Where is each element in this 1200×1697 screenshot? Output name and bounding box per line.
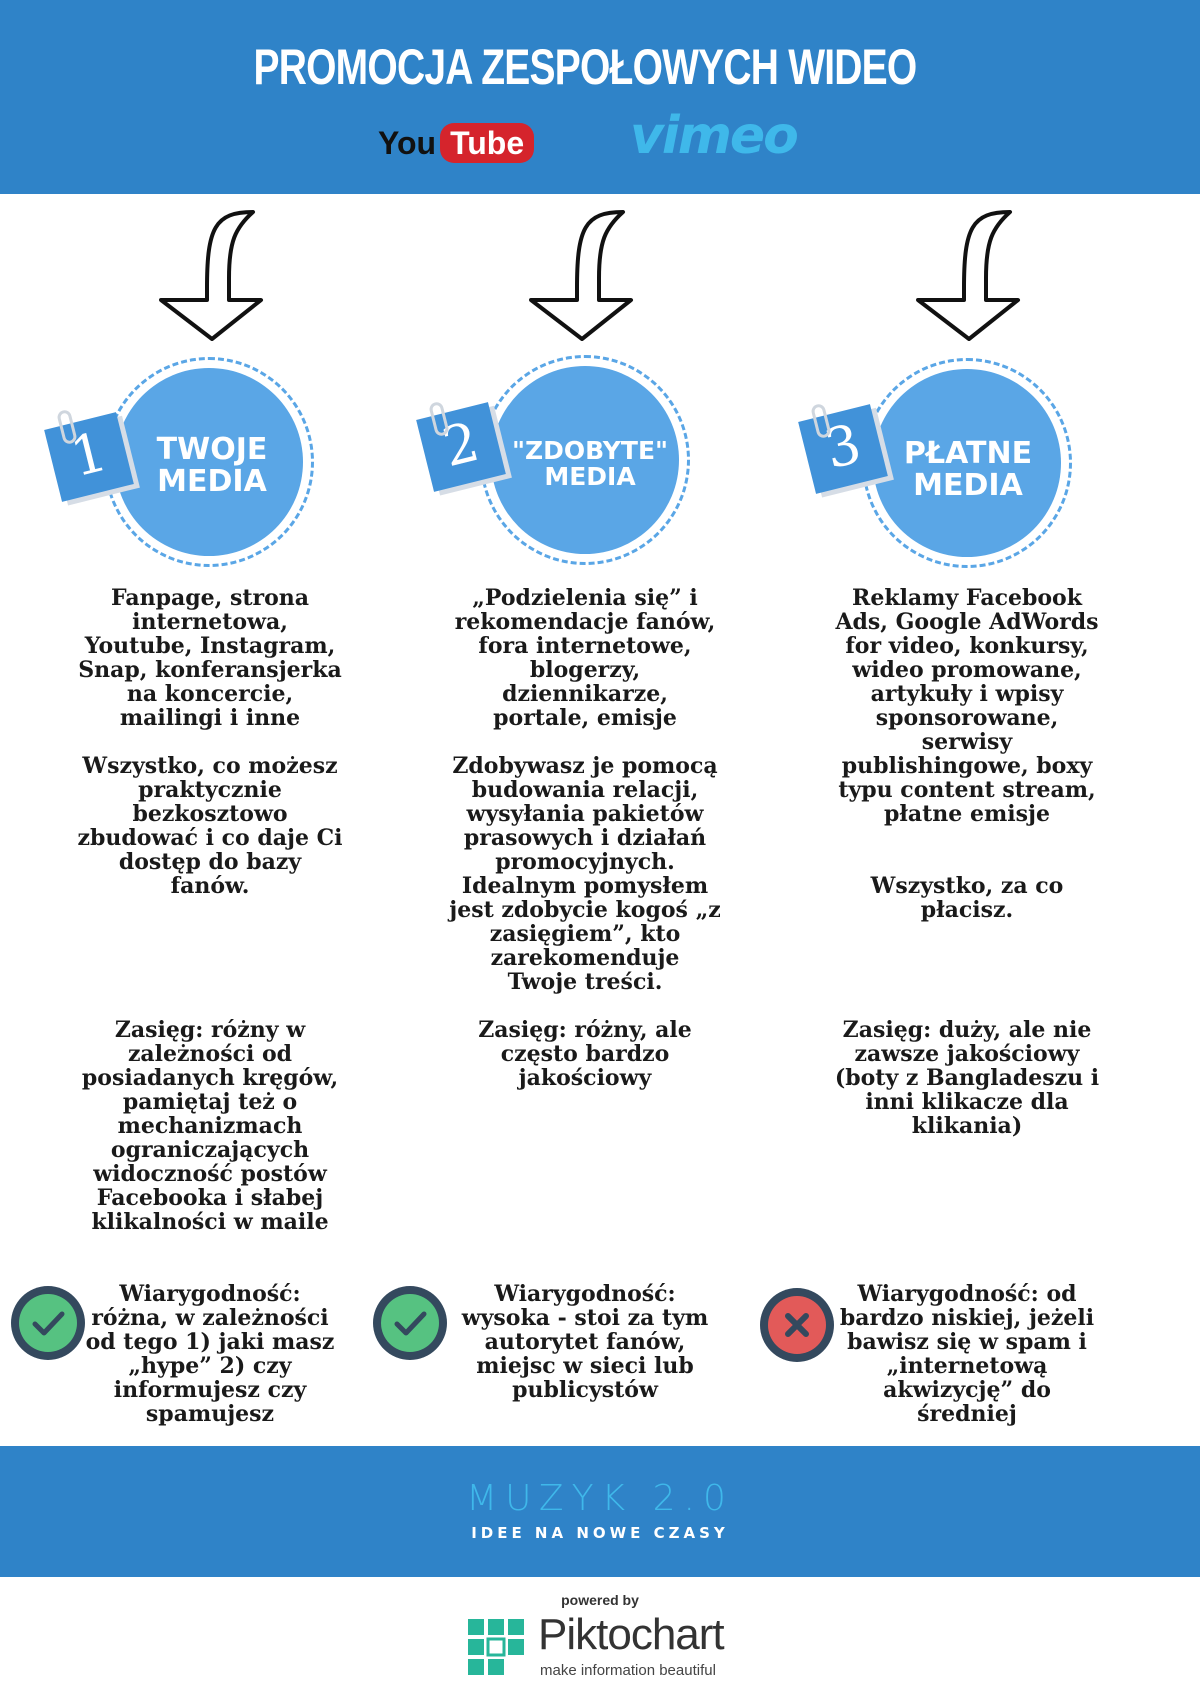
media-reach: Zasięg: różny, ale często bardzo jakości… [478,1017,692,1091]
media-label-line2: MEDIA [913,467,1023,503]
check-icon [11,1286,85,1360]
media-label-line2: MEDIA [544,462,636,492]
media-credibility: Wiarygodność: wysoka - stoi za tym autor… [461,1281,709,1403]
footer-tagline: IDEE NA NOWE CZASY [471,1524,729,1542]
piktochart-logo-icon [468,1619,524,1675]
media-credibility: Wiarygodność: różna, w zależności od teg… [85,1281,335,1427]
media-label-line1: PŁATNE [903,436,1033,471]
youtube-logo-you: You [378,124,437,161]
media-summary: Wszystko, co możesz praktycznie bezkoszt… [77,753,343,899]
youtube-logo-tube: Tube [440,123,535,163]
media-label: PŁATNE MEDIA [898,438,1038,501]
media-description: Reklamy Facebook Ads, Google AdWords for… [835,585,1099,827]
footer-banner [0,1446,1200,1577]
media-reach: Zasięg: różny w zależności od posiadanyc… [81,1017,339,1235]
vimeo-logo: vimeo [630,106,799,166]
youtube-logo: You Tube [378,122,535,164]
muzyk-logo: MUZYK 2.0 [466,1478,734,1519]
piktochart-wordmark: Piktochart [538,1610,725,1659]
media-badge-disc [873,369,1061,557]
check-icon [373,1286,447,1360]
cross-icon [760,1288,834,1362]
media-description: Fanpage, strona internetowa, Youtube, In… [78,585,342,731]
media-label-line2: MEDIA [157,463,267,499]
powered-by-label: powered by [561,1592,639,1608]
media-reach: Zasięg: duży, ale nie zawsze jakościowy … [834,1017,1100,1139]
media-summary: Zdobywasz je pomocą budowania relacji, w… [449,753,721,995]
media-badge-disc [115,368,303,556]
piktochart-tagline: make information beautiful [540,1662,716,1679]
media-label-line1: "ZDOBYTE" [511,436,669,465]
down-arrow-icon [916,210,1020,341]
media-description: „Podzielenia się” i rekomendacje fanów, … [454,585,716,731]
down-arrow-icon [159,210,263,341]
media-badge-disc [491,366,679,554]
media-label: "ZDOBYTE" MEDIA [510,436,670,492]
media-label-line1: TWOJE [156,432,268,467]
media-summary: Wszystko, za co płacisz. [870,873,1064,923]
media-credibility: Wiarygodność: od bardzo niskiej, jeżeli … [839,1281,1095,1427]
down-arrow-icon [529,210,633,341]
page-title: PROMOCJA ZESPOŁOWYCH WIDEO [253,39,918,95]
header-banner [0,0,1200,194]
media-label: TWOJE MEDIA [142,434,282,497]
